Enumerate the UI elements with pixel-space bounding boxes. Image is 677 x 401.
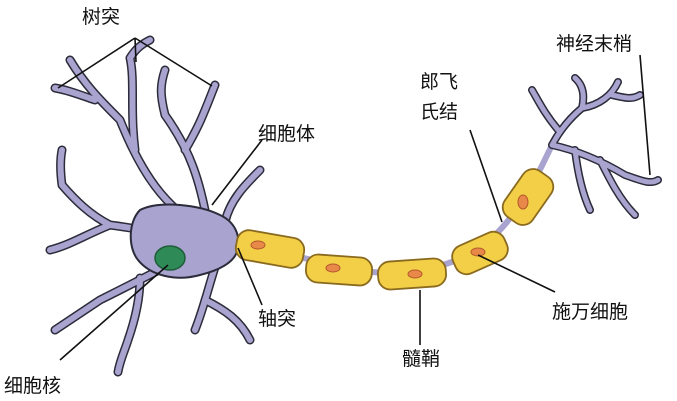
label-dendrite: 树突 [82,6,120,28]
label-cell-body: 细胞体 [258,123,315,145]
axon-terminal [528,74,662,219]
label-node-of-ranvier-line2: 氏结 [420,101,458,123]
label-axon-terminal: 神经末梢 [556,33,632,55]
cell-body [129,203,240,279]
nucleus [154,245,186,271]
label-myelin-sheath: 髓鞘 [402,348,440,370]
schwann-cell-5 [501,168,555,226]
schwann-nuclei [250,194,529,279]
label-schwann-cell: 施万细胞 [552,301,628,323]
label-node-of-ranvier-line1: 郎飞 [420,71,458,93]
leader-lines [57,37,651,361]
myelin-sheath [234,168,555,291]
label-nucleus: 细胞核 [4,375,61,397]
schwann-cell-1 [234,229,306,269]
label-axon: 轴突 [258,308,296,330]
